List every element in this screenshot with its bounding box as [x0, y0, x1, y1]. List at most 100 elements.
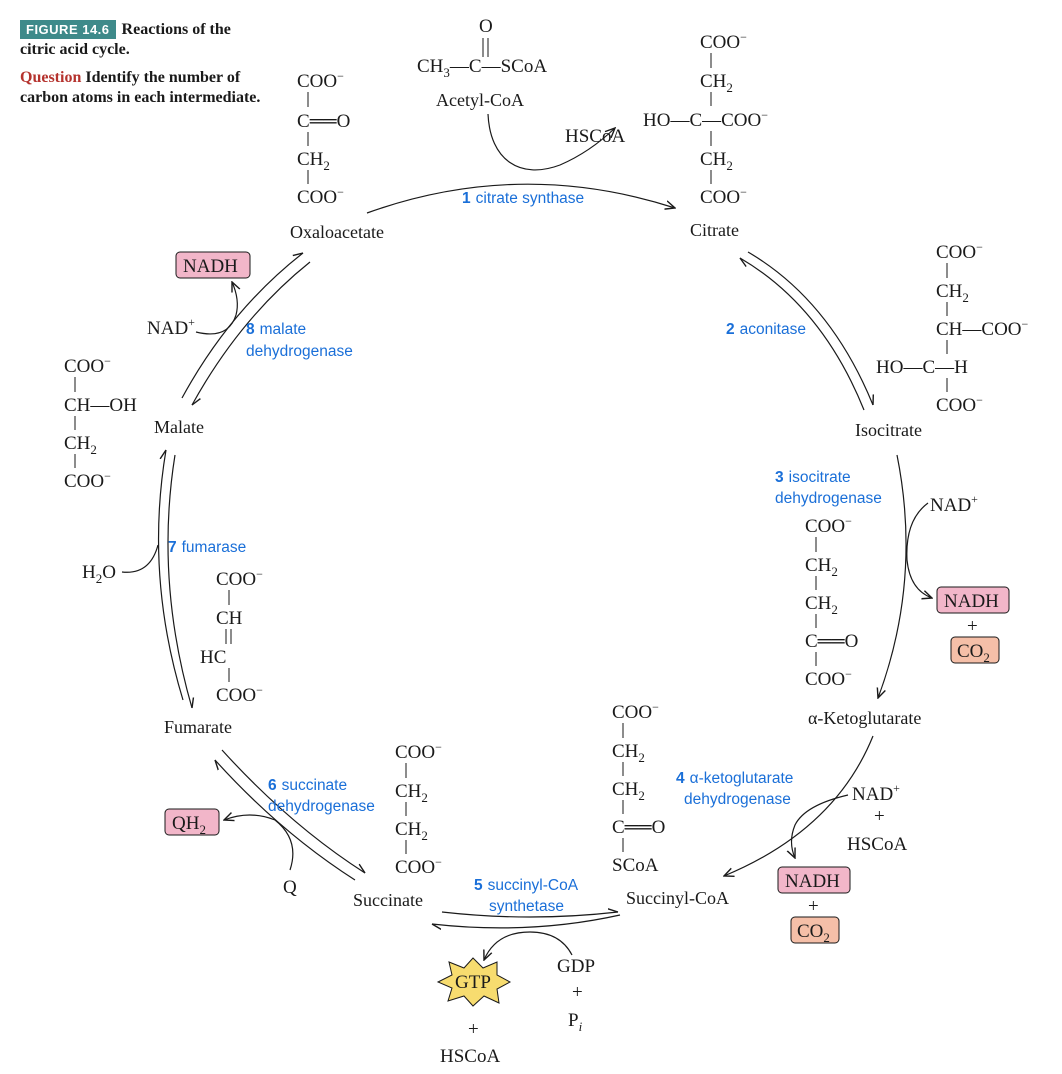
svg-text:COO−: COO− [805, 514, 852, 537]
svg-text:CH3—C—SCoA: CH3—C—SCoA [417, 56, 547, 80]
malate-label: Malate [154, 417, 204, 437]
question-label: Question [20, 69, 82, 86]
svg-text:COO−: COO− [936, 393, 983, 416]
svg-text:CH2: CH2 [612, 779, 645, 803]
co2-4: CO2 [797, 921, 830, 945]
acetyl-coa-label: Acetyl-CoA [436, 90, 524, 110]
nadh-8: NADH [183, 256, 238, 277]
isocitrate-label: Isocitrate [855, 420, 922, 440]
svg-text:CH—OH: CH—OH [64, 395, 137, 416]
fumarate-label: Fumarate [164, 717, 232, 737]
step8-nad-arrow [195, 282, 237, 335]
svg-text:CH2: CH2 [64, 433, 97, 457]
h2o-input-line [121, 544, 159, 573]
svg-text:CH2: CH2 [395, 781, 428, 805]
figure-tag: FIGURE 14.6 [20, 20, 116, 39]
svg-text:COO−: COO− [936, 240, 983, 263]
svg-text:COO−: COO− [395, 855, 442, 878]
svg-text:COO−: COO− [64, 354, 111, 377]
alpha-ketoglutarate-structure: COO− CH2 CH2 C══O COO− α-Ketoglutarate [805, 514, 921, 728]
step5-reverse-arrow [441, 912, 618, 918]
svg-text:COO−: COO− [395, 740, 442, 763]
svg-text:CH: CH [216, 608, 243, 629]
alpha-ketoglutarate-label: α-Ketoglutarate [808, 708, 921, 728]
acetyl-coa-input-arrow [487, 113, 615, 171]
step8-forward-arrow [181, 253, 304, 399]
svg-text:SCoA: SCoA [612, 855, 659, 876]
figure-title: Reactions of the citric acid cycle. [20, 21, 231, 58]
step2-forward-arrow [747, 251, 873, 406]
step2-reverse-arrow [740, 257, 865, 411]
svg-text:COO−: COO− [700, 30, 747, 53]
q-label: Q [283, 877, 297, 898]
svg-text:C══O: C══O [805, 631, 858, 652]
enzyme-6-label-line2: dehydrogenase [268, 798, 375, 815]
nad-4: NAD+ [852, 781, 900, 805]
step1-arrow [366, 183, 675, 214]
gtp-star [436, 957, 512, 1007]
plus-4a: + [874, 806, 885, 827]
succinyl-coa-label: Succinyl-CoA [626, 888, 729, 908]
enzyme-4-label-line2: dehydrogenase [684, 791, 791, 808]
co2-box-4 [790, 916, 840, 944]
fumarate-structure: COO− CH HC COO− Fumarate [164, 567, 263, 737]
svg-text:COO−: COO− [612, 700, 659, 723]
svg-text:CH2: CH2 [612, 741, 645, 765]
succinyl-coa-structure: COO− CH2 CH2 C══O SCoA Succinyl-CoA [612, 700, 729, 908]
svg-text:HO—C—H: HO—C—H [876, 357, 968, 378]
step3-arrow [878, 454, 907, 698]
svg-text:COO−: COO− [700, 185, 747, 208]
nadh-4: NADH [785, 871, 840, 892]
step5-gdp-arrow [484, 931, 573, 960]
step8-reverse-arrow [191, 261, 311, 405]
gdp-label: GDP [557, 956, 595, 977]
svg-text:O: O [479, 16, 493, 37]
isocitrate-structure: COO− CH2 CH—COO− HO—C—H COO− Isocitrate [855, 240, 1029, 440]
enzyme-5-label-line2: synthetase [489, 898, 564, 915]
enzyme-8-label-line2: dehydrogenase [246, 343, 353, 360]
svg-text:CH2: CH2 [395, 819, 428, 843]
hscoa-1: HSCoA [565, 126, 625, 147]
oxaloacetate-structure: COO− C══O CH2 COO− Oxaloacetate [290, 69, 384, 242]
svg-text:CH2: CH2 [700, 149, 733, 173]
svg-text:CH2: CH2 [297, 149, 330, 173]
step4-nad-arrow [792, 794, 849, 858]
svg-text:COO−: COO− [297, 69, 344, 92]
oxaloacetate-label: Oxaloacetate [290, 222, 384, 242]
nadh-3: NADH [944, 591, 999, 612]
plus-4: + [808, 896, 819, 917]
hscoa-5: HSCoA [440, 1046, 500, 1067]
step7-forward-arrow [167, 454, 192, 709]
svg-text:COO−: COO− [297, 185, 344, 208]
nadh-box-4 [777, 866, 851, 894]
svg-text:COO−: COO− [216, 567, 263, 590]
svg-text:HC: HC [200, 647, 226, 668]
h2o-label: H2O [82, 562, 116, 586]
svg-text:HO—C—COO−: HO—C—COO− [643, 108, 768, 131]
svg-text:CH—COO−: CH—COO− [936, 317, 1029, 340]
step6-q-arrow [224, 815, 294, 871]
co2-box-3 [950, 636, 1000, 664]
step7-reverse-arrow [157, 450, 184, 701]
plus-5b: + [572, 982, 583, 1003]
hscoa-4: HSCoA [847, 834, 907, 855]
citrate-label: Citrate [690, 220, 739, 240]
pi-label: Pi [568, 1010, 583, 1034]
step6-forward-arrow [221, 749, 365, 874]
question-text: Identify the number of carbon atoms in e… [20, 69, 261, 106]
svg-text:CH2: CH2 [805, 555, 838, 579]
qh2-label: QH2 [172, 813, 206, 837]
step3-nad-arrow [906, 502, 932, 598]
plus-5a: + [468, 1019, 479, 1040]
svg-text:COO−: COO− [216, 683, 263, 706]
step6-reverse-arrow [215, 759, 356, 881]
svg-text:CH2: CH2 [805, 593, 838, 617]
